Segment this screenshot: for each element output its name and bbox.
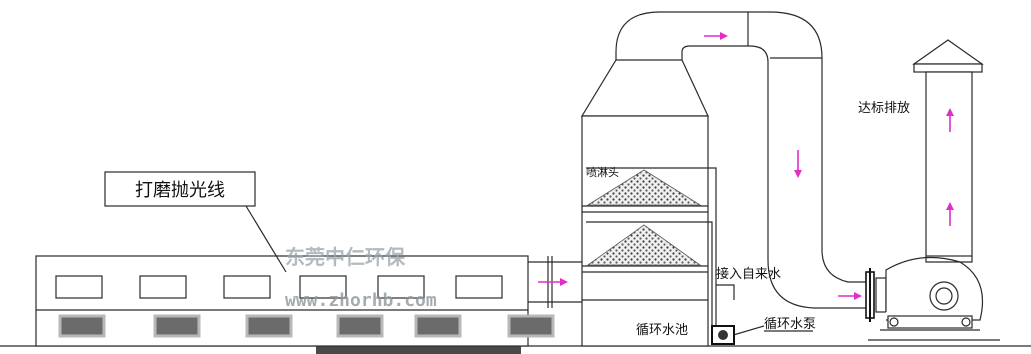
tap-water-label: 接入自来水 — [716, 266, 781, 282]
exhaust-fan — [865, 256, 1000, 341]
flow-arrow-icon — [720, 32, 728, 40]
machine-block — [153, 314, 201, 338]
watermark-company: 东莞中仁环保 — [285, 245, 406, 269]
gooseneck-duct — [615, 11, 866, 309]
window — [455, 275, 503, 299]
machine-block — [414, 314, 462, 338]
exhaust-stack: 达标排放 — [858, 39, 984, 263]
packing-layer — [586, 169, 702, 206]
window — [223, 275, 271, 299]
machine-block — [245, 314, 293, 338]
water-pipe: 接入自来水 循环水池 循环水泵 — [636, 167, 816, 345]
window — [139, 275, 187, 299]
window — [377, 275, 425, 299]
circulation-pump-label: 循环水泵 — [764, 317, 816, 332]
flow-arrow-icon — [854, 292, 862, 300]
discharge-label: 达标排放 — [858, 101, 910, 116]
flow-arrow-icon — [560, 278, 568, 286]
fan-icon — [929, 281, 959, 311]
flow-arrow-icon — [794, 170, 802, 178]
flow-arrow-icon — [946, 202, 954, 210]
spray-tower: 喷淋头 — [580, 59, 709, 347]
inlet-duct — [528, 256, 582, 308]
packing-layer — [586, 224, 702, 266]
watermark-url: www.zhorhb.com — [285, 290, 437, 311]
circulation-pool-label: 循环水池 — [636, 323, 688, 338]
pump-icon — [711, 325, 735, 345]
machine-block — [58, 314, 106, 338]
grinding-line-label-box: 打磨抛光线 — [104, 171, 287, 273]
machine-block — [507, 314, 555, 338]
window — [55, 275, 103, 299]
flow-arrow-icon — [946, 108, 954, 116]
machine-block — [336, 314, 384, 338]
spray-head-label: 喷淋头 — [586, 166, 619, 179]
grinding-line-label: 打磨抛光线 — [135, 180, 225, 201]
window — [299, 275, 347, 299]
grinding-line-building — [35, 255, 555, 347]
